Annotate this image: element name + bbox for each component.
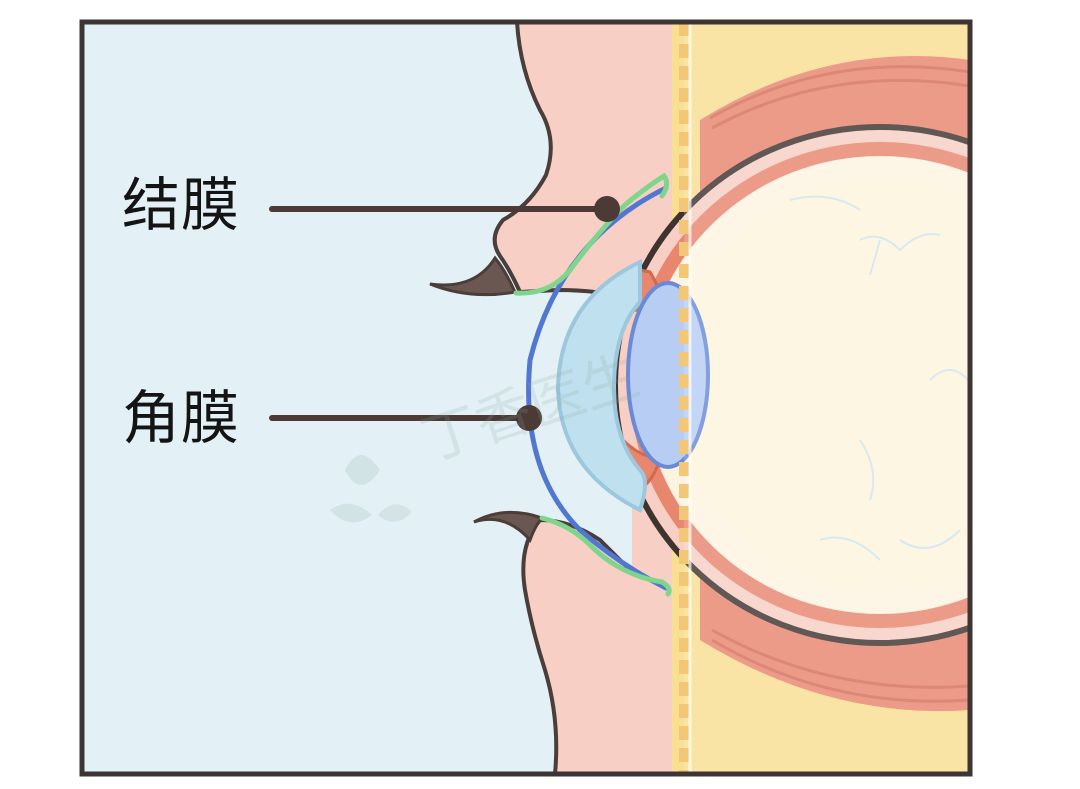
conjunctiva-leader-dot bbox=[594, 196, 620, 222]
cornea-leader-dot bbox=[516, 405, 542, 431]
muscle-stripes bbox=[709, 65, 970, 703]
watermark-logo bbox=[330, 455, 412, 523]
conjunctiva-upper bbox=[513, 172, 670, 296]
conjunctiva-label: 结膜 bbox=[122, 171, 241, 239]
vitreous-body bbox=[672, 180, 970, 590]
anterior-chamber bbox=[555, 258, 647, 513]
cornea-label: 角膜 bbox=[122, 384, 241, 452]
lower-eyelid bbox=[521, 518, 642, 774]
upper-eyelash bbox=[429, 255, 518, 297]
lower-eyelash bbox=[473, 510, 545, 543]
conjunctiva-lower bbox=[539, 515, 672, 597]
frame-border bbox=[79, 19, 973, 777]
cutaway-overlay bbox=[684, 22, 970, 774]
blood-vessels bbox=[789, 195, 969, 561]
